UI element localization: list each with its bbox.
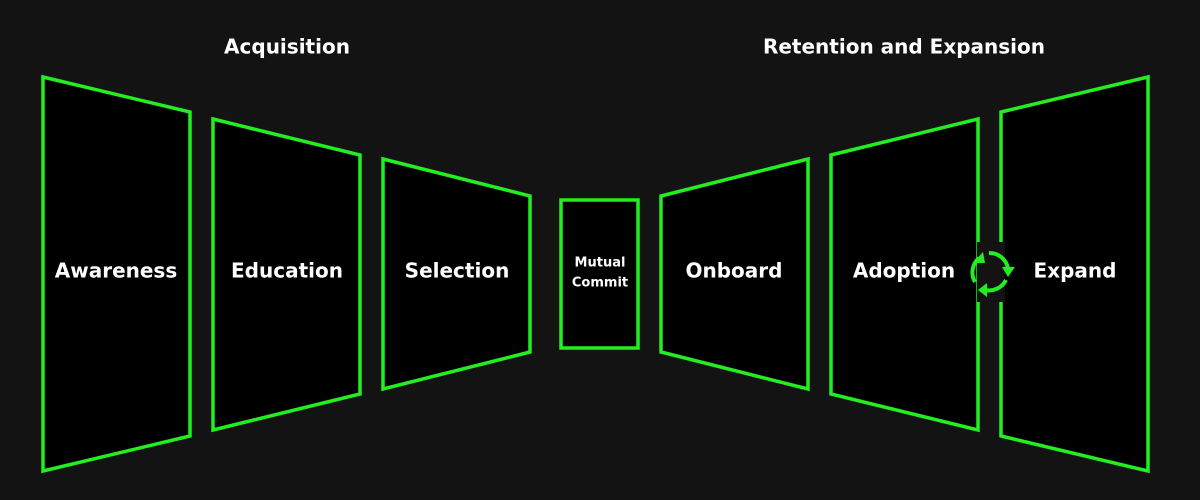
heading-retention: Retention and Expansion bbox=[763, 35, 1045, 59]
stage-expand-shape bbox=[999, 74, 1150, 474]
stage-onboard-shape bbox=[659, 156, 810, 392]
stage-mutual-commit-label-2: Commit bbox=[572, 276, 628, 291]
stage-onboard-label: Onboard bbox=[686, 259, 783, 283]
stage-expand-label: Expand bbox=[1034, 259, 1117, 283]
stage-awareness-label: Awareness bbox=[55, 259, 178, 283]
stage-mutual-commit-label-1: Mutual bbox=[575, 256, 626, 271]
stage-adoption-shape bbox=[829, 116, 980, 433]
stage-selection-shape bbox=[381, 156, 532, 392]
stage-adoption-label: Adoption bbox=[853, 259, 955, 283]
stage-education-label: Education bbox=[231, 259, 343, 283]
stage-selection-label: Selection bbox=[405, 259, 510, 283]
heading-acquisition: Acquisition bbox=[224, 35, 350, 59]
stage-mutual-commit-shape bbox=[559, 198, 640, 350]
cycle-arrows-icon bbox=[970, 242, 1015, 302]
stage-education-shape bbox=[211, 116, 362, 433]
stage-awareness-shape bbox=[41, 74, 192, 474]
